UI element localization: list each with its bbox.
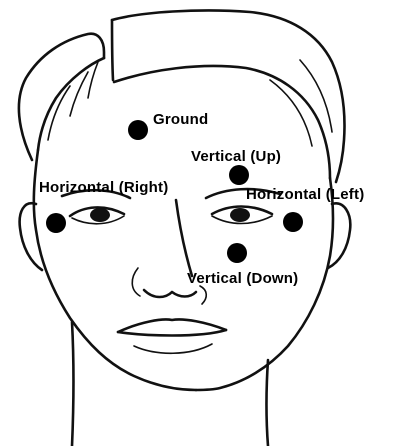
electrode-vertical-down <box>227 243 247 263</box>
electrode-vertical-up <box>229 165 249 185</box>
electrode-horizontal-left <box>283 212 303 232</box>
label-vertical-up: Vertical (Up) <box>191 148 281 165</box>
hair <box>19 10 345 182</box>
eyes <box>70 207 272 224</box>
neck <box>72 322 268 446</box>
electrode-ground <box>128 120 148 140</box>
mouth <box>118 319 226 353</box>
label-ground: Ground <box>153 111 208 128</box>
electrode-horizontal-right <box>46 213 66 233</box>
label-vertical-down: Vertical (Down) <box>187 270 298 287</box>
label-horizontal-left: Horizontal (Left) <box>246 186 364 203</box>
label-horizontal-right: Horizontal (Right) <box>39 179 168 196</box>
electrode-labels: Ground Vertical (Up) Horizontal (Right) … <box>39 111 364 287</box>
nose <box>132 200 206 304</box>
